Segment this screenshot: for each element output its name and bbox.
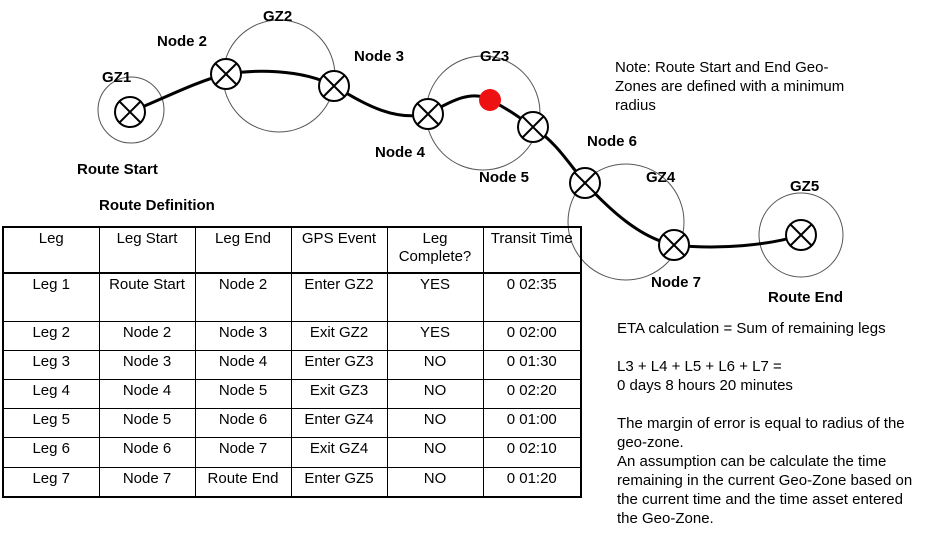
gz5-label: GZ5 (790, 178, 819, 195)
cell-gps-event: Enter GZ2 (290, 272, 388, 322)
cell-leg-end: Node 4 (194, 349, 292, 380)
gz4-zone-circle (567, 163, 685, 281)
cell-gps-event: Exit GZ4 (290, 437, 388, 468)
header-leg: Leg (2, 226, 100, 274)
cell-leg-end: Node 6 (194, 408, 292, 439)
eta-calculation-line: ETA calculation = Sum of remaining legs (617, 320, 886, 337)
table-header-row: Leg Leg Start Leg End GPS Event Leg Comp… (2, 226, 582, 274)
table-row: Leg 7 Node 7 Route End Enter GZ5 NO 0 01… (2, 466, 582, 498)
cell-leg-start: Node 5 (98, 408, 196, 439)
table-row: Leg 1 Route Start Node 2 Enter GZ2 YES 0… (2, 272, 582, 322)
cell-leg-end: Node 7 (194, 437, 292, 468)
cell-leg-complete: NO (386, 437, 484, 468)
header-leg-start: Leg Start (98, 226, 196, 274)
node-3-label: Node 3 (354, 48, 404, 65)
cell-transit-time: 0 02:20 (482, 378, 582, 410)
cell-leg: Leg 2 (2, 320, 100, 351)
table-row: Leg 5 Node 5 Node 6 Enter GZ4 NO 0 01:00 (2, 408, 582, 439)
node-2-label: Node 2 (157, 33, 207, 50)
node-7-label: Node 7 (651, 274, 701, 291)
cell-leg: Leg 6 (2, 437, 100, 468)
cell-leg-end: Node 5 (194, 378, 292, 410)
cell-transit-time: 0 02:10 (482, 437, 582, 468)
node-2-marker (210, 58, 242, 90)
table-row: Leg 2 Node 2 Node 3 Exit GZ2 YES 0 02:00 (2, 320, 582, 351)
route-start-label: Route Start (77, 161, 158, 178)
cell-leg: Leg 1 (2, 272, 100, 322)
cell-leg-end: Node 2 (194, 272, 292, 322)
cell-leg-start: Node 3 (98, 349, 196, 380)
cell-transit-time: 0 02:35 (482, 272, 582, 322)
cell-leg-start: Node 2 (98, 320, 196, 351)
route-end-label: Route End (768, 289, 843, 306)
cell-leg-complete: YES (386, 272, 484, 322)
cell-transit-time: 0 01:20 (482, 466, 582, 498)
eta-result-line: 0 days 8 hours 20 minutes (617, 377, 793, 394)
cell-gps-event: Exit GZ3 (290, 378, 388, 410)
cell-leg: Leg 5 (2, 408, 100, 439)
cell-transit-time: 0 01:00 (482, 408, 582, 439)
cell-leg-complete: NO (386, 378, 484, 410)
cell-leg-complete: NO (386, 349, 484, 380)
cell-gps-event: Exit GZ2 (290, 320, 388, 351)
cell-gps-event: Enter GZ3 (290, 349, 388, 380)
cell-transit-time: 0 01:30 (482, 349, 582, 380)
current-position-marker (479, 89, 501, 111)
margin-of-error-note: The margin of error is equal to radius o… (617, 415, 905, 451)
header-leg-end: Leg End (194, 226, 292, 274)
node-3-marker (318, 70, 350, 102)
cell-leg-complete: NO (386, 408, 484, 439)
cell-leg-complete: YES (386, 320, 484, 351)
node-4-marker (412, 98, 444, 130)
cell-transit-time: 0 02:00 (482, 320, 582, 351)
cell-gps-event: Enter GZ4 (290, 408, 388, 439)
eta-legs-sum-line: L3 + L4 + L5 + L6 + L7 = (617, 358, 782, 375)
cell-leg: Leg 7 (2, 466, 100, 498)
node-6-marker (569, 167, 601, 199)
header-gps-event: GPS Event (290, 226, 388, 274)
table-title: Route Definition (99, 197, 215, 214)
cell-leg-start: Node 4 (98, 378, 196, 410)
cell-leg-complete: NO (386, 466, 484, 498)
node-5-label: Node 5 (479, 169, 529, 186)
cell-leg-start: Node 6 (98, 437, 196, 468)
table-row: Leg 6 Node 6 Node 7 Exit GZ4 NO 0 02:10 (2, 437, 582, 468)
cell-leg: Leg 4 (2, 378, 100, 410)
node-5-marker (517, 111, 549, 143)
table-row: Leg 3 Node 3 Node 4 Enter GZ3 NO 0 01:30 (2, 349, 582, 380)
node-6-label: Node 6 (587, 133, 637, 150)
cell-leg-start: Node 7 (98, 466, 196, 498)
route-start-node-marker (114, 96, 146, 128)
geo-zone-radius-note: Note: Route Start and End Geo-Zones are … (615, 59, 845, 114)
gz4-label: GZ4 (646, 169, 676, 186)
cell-leg: Leg 3 (2, 349, 100, 380)
header-leg-complete: Leg Complete? (386, 226, 484, 274)
cell-gps-event: Enter GZ5 (290, 466, 388, 498)
cell-leg-end: Route End (194, 466, 292, 498)
gz2-label: GZ2 (263, 8, 292, 25)
gz1-label: GZ1 (102, 69, 131, 86)
gz1-zone-circle (97, 76, 165, 144)
cell-leg-end: Node 3 (194, 320, 292, 351)
gz5-zone-circle (758, 192, 844, 278)
cell-leg-start: Route Start (98, 272, 196, 322)
assumption-note: An assumption can be calculate the time … (617, 453, 913, 527)
node-7-marker (658, 229, 690, 261)
route-definition-table: Leg Leg Start Leg End GPS Event Leg Comp… (2, 226, 582, 498)
gz3-label: GZ3 (480, 48, 509, 65)
route-end-node-marker (785, 219, 817, 251)
node-4-label: Node 4 (375, 144, 426, 161)
table-row: Leg 4 Node 4 Node 5 Exit GZ3 NO 0 02:20 (2, 378, 582, 410)
header-transit-time: Transit Time (482, 226, 582, 274)
